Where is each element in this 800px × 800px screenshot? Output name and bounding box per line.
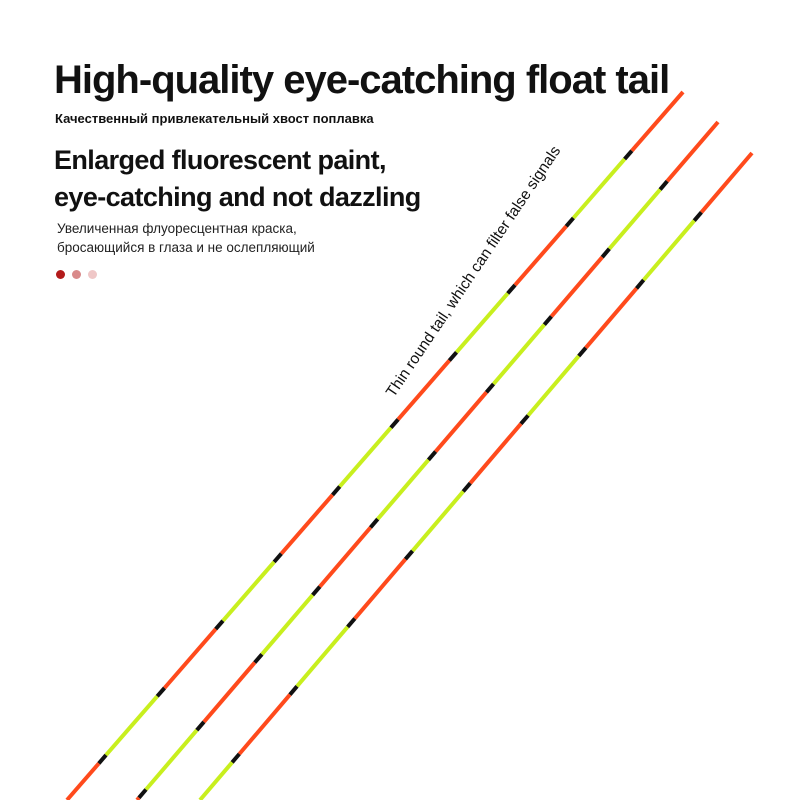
tail-2-segment-black: [311, 585, 322, 597]
tail-1-segment-red: [513, 224, 568, 287]
feature-description-line-2: бросающийся в глаза и не ослепляющий: [57, 240, 315, 255]
feature-headline: Enlarged fluorescent paint, eye-catching…: [54, 142, 421, 216]
tail-3-segment-red: [353, 557, 407, 620]
tail-3-segment-black: [692, 210, 703, 223]
tail-1-segment-black: [330, 485, 342, 497]
tail-1-segment-black: [506, 283, 517, 295]
tail-3-segment-red: [699, 151, 754, 214]
tail-2-segment-black: [195, 720, 206, 732]
dot-1: [56, 270, 65, 279]
tail-1-segment-green: [104, 694, 159, 757]
tail-2-segment-black: [658, 179, 669, 191]
tail-2-segment-green: [376, 458, 430, 521]
page-subtitle-ru: Качественный привлекательный хвост попла…: [55, 111, 374, 126]
tail-3-segment-green: [295, 625, 350, 688]
tail-3-segment-black: [403, 549, 415, 561]
tail-3-segment-red: [468, 422, 523, 485]
feature-headline-line-2: eye-catching and not dazzling: [54, 182, 421, 212]
tail-3-segment-red: [237, 693, 292, 756]
tail-2-segment-green: [491, 323, 546, 386]
tail-1-segment-green: [454, 292, 510, 354]
tail-3-segment-green: [526, 354, 581, 417]
tail-3-segment-green: [410, 490, 465, 553]
tail-2-segment-red: [434, 390, 488, 453]
tail-2-segment-red: [549, 255, 604, 318]
tail-1-segment-black: [272, 552, 283, 564]
float-tail-2: [135, 120, 720, 800]
tail-1-segment-black: [97, 753, 108, 765]
tail-3-segment-black: [634, 278, 646, 290]
tail-2-segment-black: [137, 788, 148, 800]
feature-description-line-1: Увеличенная флуоресцентная краска,: [57, 221, 297, 236]
tail-3-segment-black: [519, 414, 530, 426]
float-tail-3: [198, 151, 754, 800]
tail-2-segment-black: [368, 517, 380, 529]
tail-1-segment-red: [396, 359, 451, 421]
tail-2-segment-green: [260, 593, 315, 656]
tail-3-segment-black: [346, 617, 357, 629]
tail-1-segment-red: [279, 493, 335, 556]
tail-2-segment-green: [607, 188, 662, 251]
tail-1-segment-black: [564, 216, 575, 228]
tail-1-segment-black: [389, 418, 400, 430]
tail-2-segment-black: [542, 315, 553, 327]
tail-1-segment-black: [214, 619, 225, 631]
tail-3-segment-black: [230, 752, 241, 764]
tail-3-segment-black: [577, 346, 588, 358]
feature-description-ru: Увеличенная флуоресцентная краска, броса…: [57, 219, 315, 257]
tail-2-segment-black: [253, 652, 264, 664]
page-title: High-quality eye-catching float tail: [54, 58, 670, 102]
tail-2-segment-black: [426, 450, 438, 462]
tail-2-segment-red: [665, 120, 720, 183]
tail-2-segment-green: [144, 728, 199, 791]
tail-1-segment-green: [338, 426, 393, 488]
tail-1-segment-green: [571, 157, 627, 220]
tail-1-segment-black: [155, 686, 167, 698]
tail-1-segment-red: [162, 627, 218, 690]
tail-3-segment-green: [642, 219, 696, 282]
tail-3-segment-green: [198, 761, 234, 800]
dot-3: [88, 270, 97, 279]
tail-1-segment-red: [65, 762, 101, 800]
tail-1-segment-green: [221, 560, 276, 623]
float-tail-1: [65, 90, 685, 800]
tail-3-segment-black: [461, 481, 472, 493]
dot-indicator: [56, 270, 97, 279]
tail-2-segment-black: [600, 247, 611, 259]
tail-1-segment-red: [630, 90, 685, 153]
tail-3-segment-red: [584, 287, 639, 350]
tail-2-segment-black: [484, 382, 496, 394]
tail-2-segment-red: [318, 526, 373, 589]
dot-2: [72, 270, 81, 279]
tail-3-segment-black: [288, 685, 299, 696]
tail-2-segment-red: [202, 661, 257, 724]
tail-1-segment-black: [447, 350, 459, 362]
feature-headline-line-1: Enlarged fluorescent paint,: [54, 145, 386, 175]
tail-1-segment-black: [623, 149, 634, 161]
